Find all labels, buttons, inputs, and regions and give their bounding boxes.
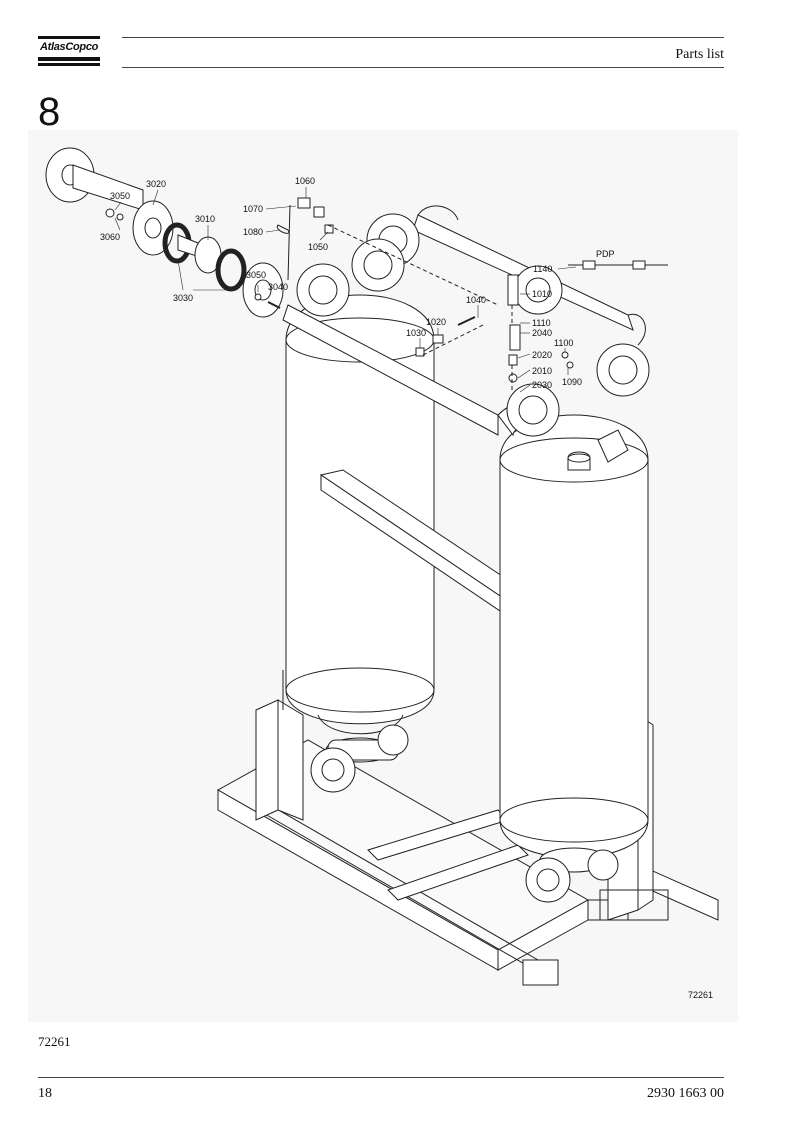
- callout-2040: 2040: [532, 328, 552, 338]
- callout-3060: 3060: [100, 232, 120, 242]
- callout-3020: 3020: [146, 179, 166, 189]
- callout-2010: 2010: [532, 366, 552, 376]
- figure-caption: 72261: [38, 1034, 71, 1049]
- chapter-number: 8: [38, 90, 61, 134]
- right-bottom-outlet: [525, 847, 619, 903]
- section-title: Parts list: [675, 47, 724, 62]
- left-bottom-outlet: [310, 724, 409, 793]
- drawing-svg: 1060 1070 1080 1050 3020 3050 3010 3060 …: [45, 147, 719, 1000]
- exploded-flange-parts: [45, 147, 284, 318]
- callout-1090: 1090: [562, 377, 582, 387]
- callout-1020: 1020: [426, 317, 446, 327]
- callout-3050-b: 3050: [246, 270, 266, 280]
- callout-2020: 2020: [532, 350, 552, 360]
- small-components: [276, 197, 668, 383]
- right-tank: [499, 414, 649, 858]
- callout-1010: 1010: [532, 289, 552, 299]
- header-rule-bottom: [122, 67, 724, 68]
- callout-1060: 1060: [295, 176, 315, 186]
- atlas-copco-logo: AtlasCopco: [38, 36, 100, 68]
- callout-pdp: PDP: [596, 249, 615, 259]
- callout-leaders: [114, 187, 577, 393]
- callout-1080: 1080: [243, 227, 263, 237]
- footer-rule: [38, 1077, 724, 1078]
- callout-1040: 1040: [466, 295, 486, 305]
- callout-1030: 1030: [406, 328, 426, 338]
- exploded-parts-drawing: 1060 1070 1080 1050 3020 3050 3010 3060 …: [28, 130, 738, 1022]
- header-rule-top: [122, 37, 724, 38]
- callout-labels: 1060 1070 1080 1050 3020 3050 3010 3060 …: [100, 176, 713, 1000]
- assembly-dashed-lines: [327, 224, 513, 390]
- callout-1050: 1050: [308, 242, 328, 252]
- callout-3040: 3040: [268, 282, 288, 292]
- callout-2030: 2030: [532, 380, 552, 390]
- top-piping: [282, 205, 650, 437]
- left-tank-legs: [255, 670, 304, 821]
- callout-3030: 3030: [173, 293, 193, 303]
- callout-1070: 1070: [243, 204, 263, 214]
- page-number: 18: [38, 1086, 52, 1101]
- callout-1100: 1100: [554, 338, 573, 348]
- drawing-id: 72261: [688, 990, 713, 1000]
- callout-1140: 1140: [533, 264, 552, 274]
- callout-3050-a: 3050: [110, 191, 130, 201]
- document-number: 2930 1663 00: [647, 1086, 724, 1101]
- callout-1110: 1110: [532, 318, 551, 328]
- logo-text: AtlasCopco: [39, 41, 99, 53]
- callout-3010: 3010: [195, 214, 215, 224]
